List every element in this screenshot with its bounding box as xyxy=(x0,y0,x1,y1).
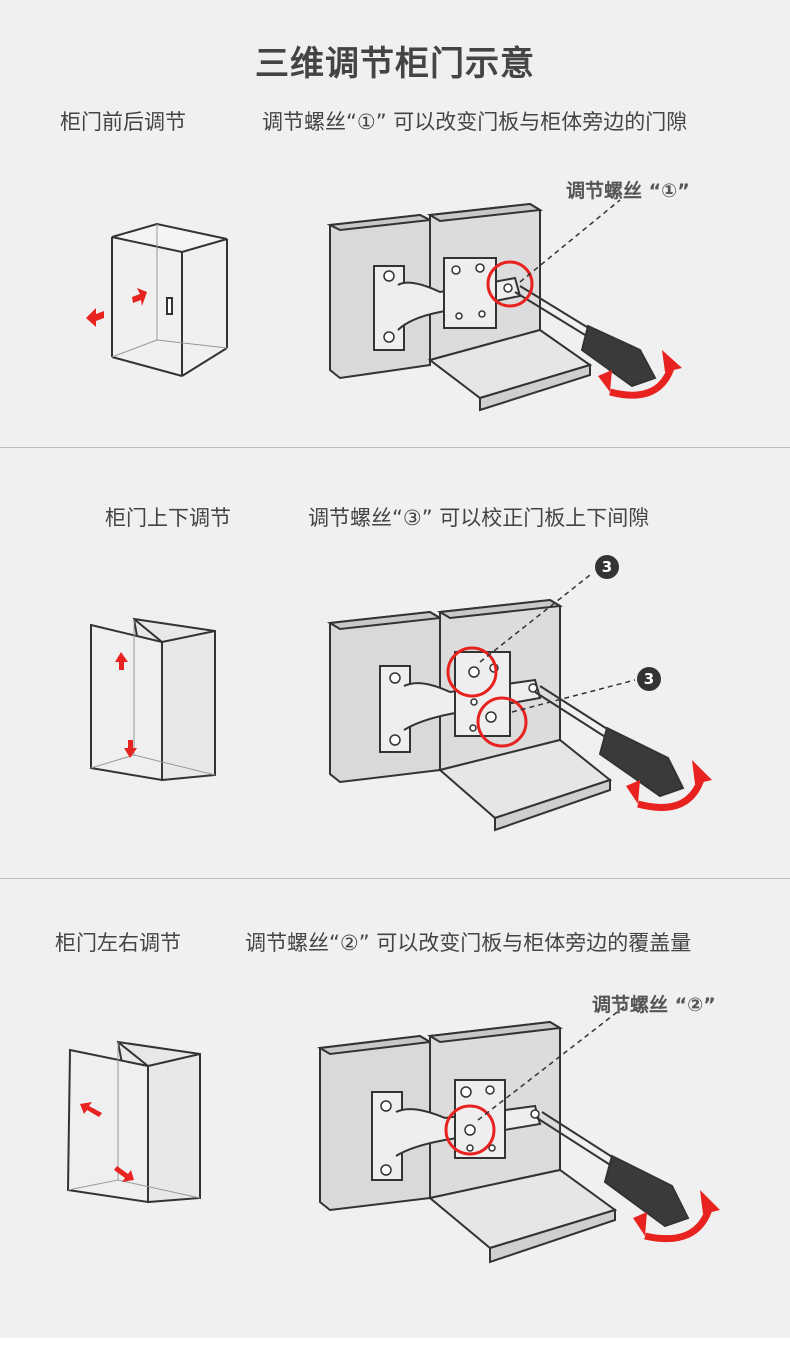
screw-badge-bottom: 3 xyxy=(637,667,661,691)
screw-callout: 调节螺丝 “②” xyxy=(592,994,716,1016)
page-title: 三维调节柜门示意 xyxy=(255,44,535,84)
bottom-band xyxy=(0,1338,790,1353)
section-label: 柜门左右调节 xyxy=(55,931,181,955)
screw-callout: 调节螺丝 “①” xyxy=(566,180,690,202)
hinge-illustration-2 xyxy=(326,574,712,832)
hinge-illustration-1 xyxy=(326,199,682,412)
section-description: 调节螺丝“①” 可以改变门板与柜体旁边的门隙 xyxy=(262,110,688,134)
screw-badge-top: 3 xyxy=(595,555,619,579)
section-description: 调节螺丝“②” 可以改变门板与柜体旁边的覆盖量 xyxy=(245,931,692,955)
cabinet-front-back-illustration xyxy=(86,222,228,377)
cabinet-up-down-illustration xyxy=(90,617,216,782)
section-divider xyxy=(0,447,790,448)
cabinet-left-right-illustration xyxy=(66,1040,201,1204)
section-label: 柜门前后调节 xyxy=(60,110,186,134)
section-divider xyxy=(0,878,790,879)
hinge-illustration-3 xyxy=(316,1005,720,1264)
section-label: 柜门上下调节 xyxy=(105,506,231,530)
section-description: 调节螺丝“③” 可以校正门板上下间隙 xyxy=(308,506,650,530)
